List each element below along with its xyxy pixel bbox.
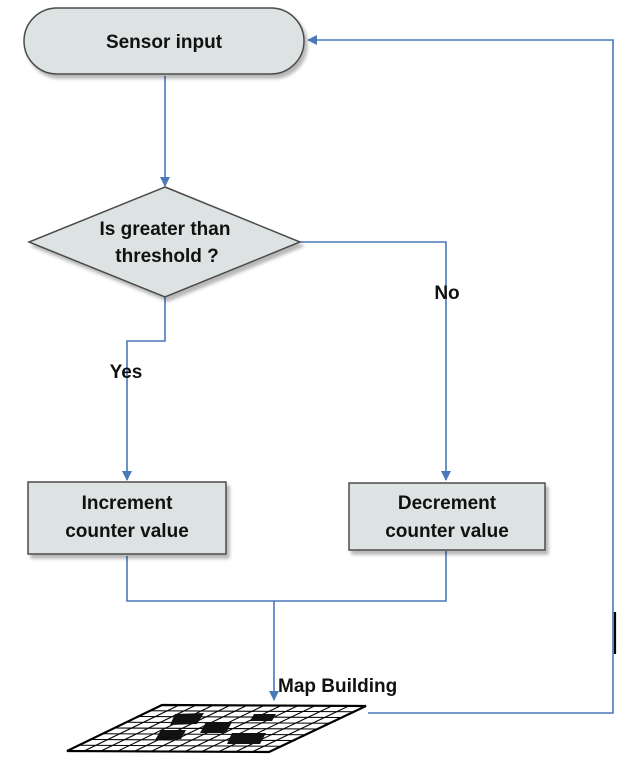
connectors bbox=[122, 35, 614, 714]
map-blob-5 bbox=[250, 714, 276, 721]
map-grid-row-line bbox=[102, 733, 306, 736]
start-terminator-shape bbox=[23, 7, 305, 75]
decision-label-line2: threshold ? bbox=[115, 246, 218, 267]
map-blob-1 bbox=[170, 713, 204, 725]
map-blob-4 bbox=[155, 730, 186, 740]
decision-label-line1: Is greater than bbox=[100, 219, 231, 240]
map-grid-blobs bbox=[155, 713, 276, 744]
increment-label-line1: Increment bbox=[82, 493, 173, 514]
map-building-label: Map Building bbox=[278, 676, 397, 697]
decision-diamond-shape bbox=[26, 186, 302, 298]
connector-decision-yes bbox=[122, 296, 166, 481]
map-grid-row-line bbox=[78, 744, 282, 747]
connector-decision-no bbox=[300, 241, 451, 481]
map-blob-3 bbox=[227, 733, 266, 744]
no-label: No bbox=[434, 283, 459, 304]
connector-loop-back bbox=[307, 35, 614, 714]
increment-node: Increment counter value bbox=[27, 481, 227, 555]
start-label: Sensor input bbox=[106, 32, 223, 53]
map-blob-2 bbox=[200, 722, 232, 733]
decrement-label-line1: Decrement bbox=[398, 493, 497, 514]
increment-label-line2: counter value bbox=[65, 521, 189, 542]
map-grid-icon bbox=[66, 703, 367, 754]
increment-box-shape bbox=[27, 481, 227, 555]
connector-decrement-to-merge bbox=[274, 551, 447, 602]
decrement-label-line2: counter value bbox=[385, 521, 509, 542]
yes-label: Yes bbox=[110, 362, 143, 383]
start-node: Sensor input bbox=[23, 7, 305, 75]
decrement-node: Decrement counter value bbox=[348, 482, 546, 551]
map-grid-row-line bbox=[150, 710, 354, 713]
decrement-box-shape bbox=[348, 482, 546, 551]
connector-increment-to-merge bbox=[126, 556, 274, 602]
map-grid-row-line bbox=[138, 715, 342, 719]
decision-node: Is greater than threshold ? bbox=[26, 186, 302, 298]
